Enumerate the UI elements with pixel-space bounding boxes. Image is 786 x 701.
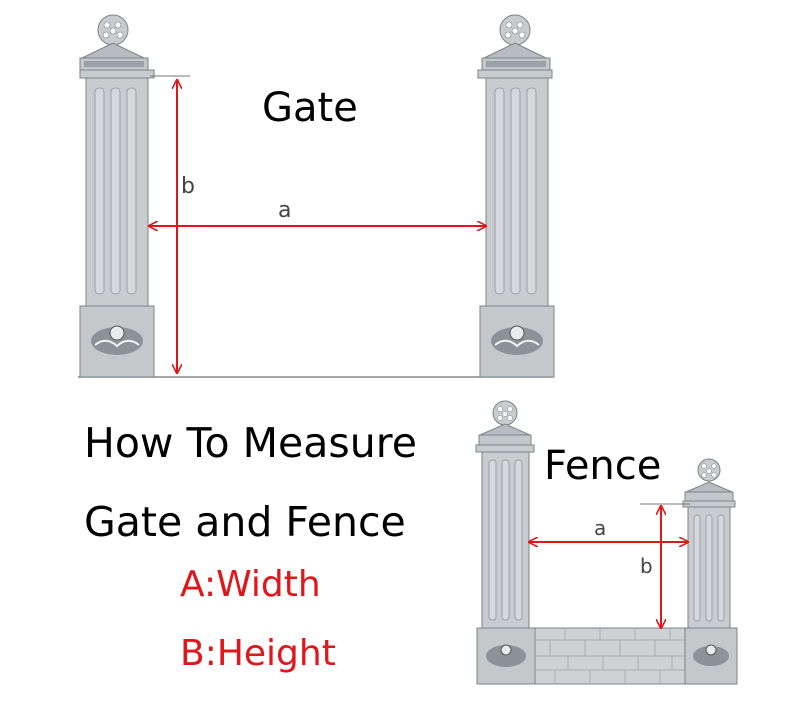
gate-right-pillar (477, 14, 555, 378)
heading-line-1: How To Measure (84, 419, 417, 467)
gate-left-pillar (79, 14, 155, 378)
legend-width: A:Width (180, 564, 321, 605)
gate-title: Gate (262, 85, 358, 131)
fence-height-label: b (640, 554, 653, 578)
legend-height: B:Height (180, 633, 336, 674)
gate-height-label: b (181, 174, 195, 199)
gate-width-label: a (278, 198, 292, 223)
fence-title: Fence (544, 443, 662, 489)
fence-left-pillar (475, 400, 536, 685)
fence-wall (534, 627, 686, 685)
fence-right-pillar (682, 458, 738, 685)
heading-line-2: Gate and Fence (84, 498, 406, 546)
fence-width-label: a (594, 516, 607, 540)
